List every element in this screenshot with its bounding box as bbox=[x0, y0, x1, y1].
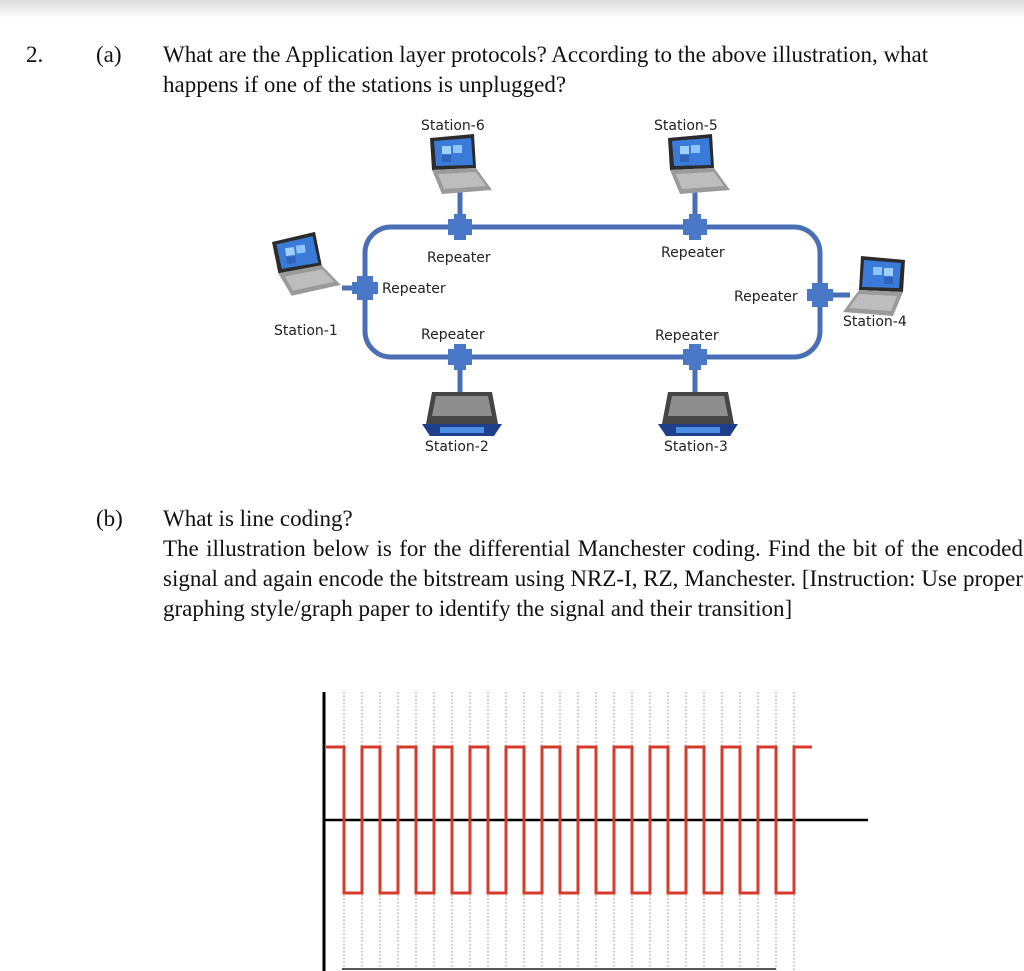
label-station-2: Station-2 bbox=[425, 439, 489, 455]
label-repeater-bottom-left: Repeater bbox=[421, 327, 485, 343]
repeater-connector-right bbox=[807, 283, 833, 307]
repeater-connector-top-right bbox=[683, 214, 707, 240]
label-repeater-bottom-right: Repeater bbox=[655, 328, 719, 344]
label-station-5: Station-5 bbox=[654, 118, 718, 134]
label-station-3: Station-3 bbox=[664, 439, 728, 455]
repeater-connector-left bbox=[352, 276, 378, 300]
label-repeater-left: Repeater bbox=[382, 281, 446, 297]
laptop-icon-station-1 bbox=[271, 229, 342, 298]
differential-manchester-plot bbox=[322, 692, 868, 971]
part-a-text: What are the Application layer protocols… bbox=[163, 40, 928, 100]
top-bar bbox=[0, 0, 1024, 18]
part-b-title: What is line coding? bbox=[163, 506, 353, 531]
part-a-line-2: happens if one of the stations is unplug… bbox=[163, 72, 567, 97]
label-station-1: Station-1 bbox=[274, 323, 338, 339]
laptop-icon-station-3 bbox=[658, 392, 738, 436]
part-a-label: (a) bbox=[96, 42, 122, 67]
signal-waveform bbox=[326, 745, 812, 895]
part-b-text: What is line coding? The illustration be… bbox=[163, 504, 1023, 624]
repeater-connector-top-left bbox=[448, 214, 472, 240]
laptop-icon-station-6 bbox=[430, 134, 492, 194]
laptop-icon-station-2 bbox=[422, 392, 502, 436]
label-station-6: Station-6 bbox=[421, 118, 485, 134]
part-a-line-1: What are the Application layer protocols… bbox=[163, 42, 929, 67]
laptop-icon-station-5 bbox=[668, 134, 730, 194]
part-b-label: (b) bbox=[96, 506, 123, 531]
repeater-connector-bottom-left bbox=[448, 344, 472, 370]
laptop-icon-station-4 bbox=[843, 256, 905, 316]
repeater-connector-bottom-right bbox=[683, 344, 707, 370]
network-diagram: Station-6 Station-5 Station-1 Station-4 … bbox=[271, 118, 907, 455]
part-b-paragraph: The illustration below is for the differ… bbox=[163, 536, 1023, 621]
label-repeater-top-left: Repeater bbox=[427, 250, 491, 266]
question-number: 2. bbox=[26, 42, 44, 67]
label-station-4: Station-4 bbox=[843, 314, 907, 330]
label-repeater-top-right: Repeater bbox=[661, 245, 725, 261]
label-repeater-right: Repeater bbox=[734, 289, 798, 305]
